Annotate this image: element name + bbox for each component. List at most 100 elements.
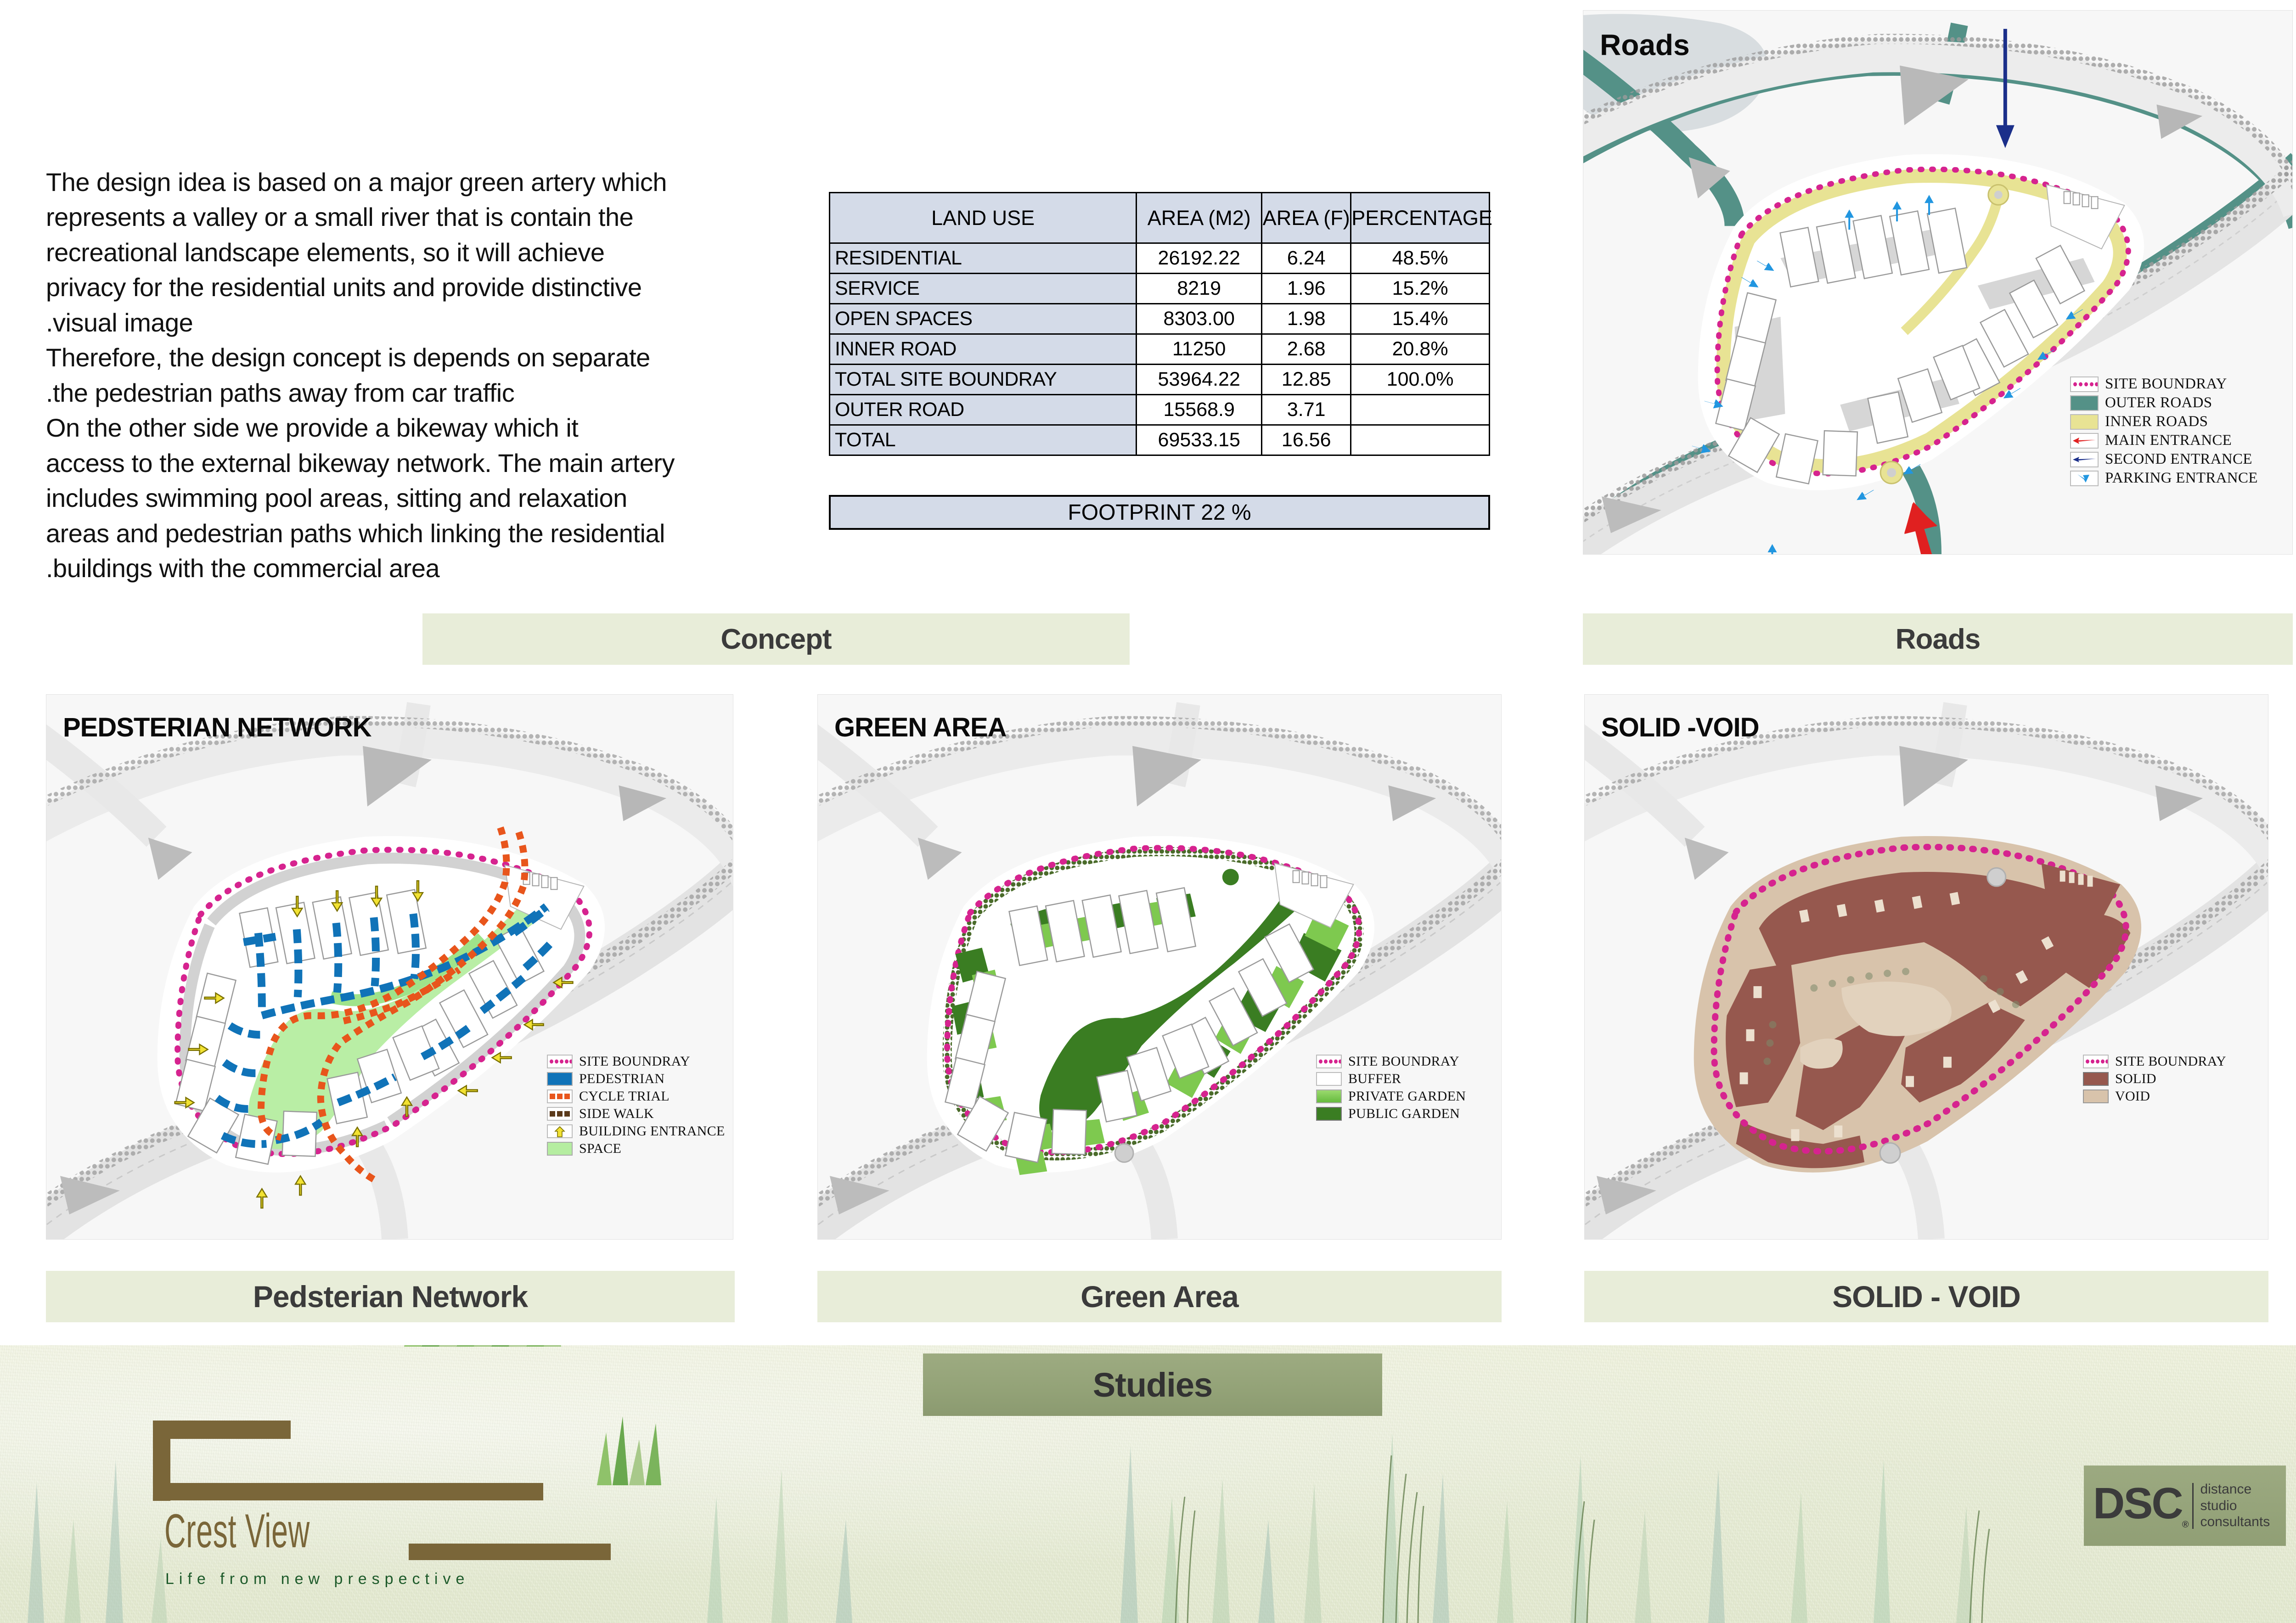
table-row: INNER ROAD 11250 2.68 20.8% <box>828 333 1490 365</box>
cell-area-f: 1.96 <box>1261 273 1352 304</box>
legend-label: SITE BOUNDRAY <box>1348 1054 1459 1069</box>
legend-item: INNER ROADS <box>2070 413 2258 430</box>
side-walk-icon <box>547 1107 573 1121</box>
footprint-note: FOOTPRINT 22 % <box>829 495 1490 530</box>
legend-item: SITE BOUNDRAY <box>2083 1054 2226 1069</box>
legend-label: PRIVATE GARDEN <box>1348 1089 1466 1104</box>
cell-percentage <box>1350 424 1490 456</box>
legend-label: OUTER ROADS <box>2105 394 2212 411</box>
legend-item: SIDE WALK <box>547 1106 725 1122</box>
solid-void-legend: SITE BOUNDRAY SOLID VOID <box>2083 1054 2226 1106</box>
dsc-divider <box>2192 1483 2194 1529</box>
legend-label: VOID <box>2115 1089 2150 1104</box>
cell-percentage: 15.4% <box>1350 303 1490 335</box>
legend-item: SECOND ENTRANCE <box>2070 451 2258 468</box>
legend-item: PUBLIC GARDEN <box>1316 1106 1466 1122</box>
studies-banner: Studies <box>923 1353 1382 1416</box>
brand-tagline: Life from new prespective <box>165 1570 470 1588</box>
space-swatch-icon <box>547 1142 573 1156</box>
crest-view-logo: Crest View Life from new prespective <box>138 1419 643 1616</box>
solid-void-map-panel[interactable]: SOLID -VOID SITE BOUNDRAY SOLID VOID <box>1584 694 2268 1240</box>
legend-label: PEDESTRIAN <box>579 1071 665 1086</box>
legend-item: SPACE <box>547 1141 725 1157</box>
design-description: The design idea is based on a major gree… <box>46 165 781 587</box>
caption-solid-void: SOLID - VOID <box>1584 1271 2268 1322</box>
green-panel-label: GREEN AREA <box>834 713 1007 742</box>
green-map-artwork <box>818 695 1501 1239</box>
description-line: .buildings with the commercial area <box>46 554 440 583</box>
legend-item: CYCLE TRIAL <box>547 1089 725 1104</box>
table-row: RESIDENTIAL 26192.22 6.24 48.5% <box>828 242 1490 274</box>
solid-swatch-icon <box>2083 1072 2109 1086</box>
logo-underline-bar <box>409 1544 611 1560</box>
cell-land-use: SERVICE <box>828 273 1137 304</box>
cell-area-f: 2.68 <box>1261 333 1352 365</box>
cell-area-m2: 8303.00 <box>1136 303 1263 335</box>
legend-item: OUTER ROADS <box>2070 394 2258 411</box>
col-header-area-m2: AREA (M2) <box>1136 192 1263 244</box>
description-line: recreational landscape elements, so it w… <box>46 237 605 267</box>
cell-land-use: OUTER ROAD <box>828 394 1137 426</box>
legend-item: SITE BOUNDRAY <box>547 1054 725 1069</box>
caption-text: Concept <box>720 623 832 655</box>
cycle-trial-icon <box>547 1089 573 1103</box>
dsc-logo: DSC® distance studio consultants <box>2084 1466 2286 1546</box>
roads-map-panel[interactable]: Roads SITE BOUNDRAY OUTER ROADS INNER RO… <box>1583 10 2293 555</box>
caption-pedestrian-network: Pedsterian Network <box>46 1271 735 1322</box>
legend-item: BUFFER <box>1316 1071 1466 1087</box>
cell-area-m2: 69533.15 <box>1136 424 1263 456</box>
caption-text: Pedsterian Network <box>253 1280 528 1314</box>
legend-item: SITE BOUNDRAY <box>2070 376 2258 393</box>
dsc-wordmark: DSC® <box>2093 1482 2189 1530</box>
legend-item: PRIVATE GARDEN <box>1316 1089 1466 1104</box>
cell-land-use: RESIDENTIAL <box>828 242 1137 274</box>
studies-banner-text: Studies <box>1092 1365 1213 1404</box>
legend-item: BUILDING ENTRANCE <box>547 1123 725 1139</box>
legend-item: PARKING ENTRANCE <box>2070 470 2258 487</box>
logo-bracket-top <box>153 1421 291 1439</box>
inner-roads-swatch-icon <box>2070 414 2099 430</box>
dsc-subtitle-line: studio <box>2200 1498 2237 1513</box>
table-row: OUTER ROAD 15568.9 3.71 <box>828 394 1490 426</box>
footer-band: Crest View Life from new prespective <box>0 1345 2296 1623</box>
cell-area-f: 6.24 <box>1261 242 1352 274</box>
registered-mark-icon: ® <box>2182 1520 2189 1530</box>
outer-roads-swatch-icon <box>2070 395 2099 411</box>
cell-area-m2: 15568.9 <box>1136 394 1263 426</box>
pedestrian-swatch-icon <box>547 1072 573 1086</box>
description-line: On the other side we provide a bikeway w… <box>46 413 579 443</box>
legend-item: VOID <box>2083 1089 2226 1104</box>
cell-area-f: 1.98 <box>1261 303 1352 335</box>
legend-item: PEDESTRIAN <box>547 1071 725 1087</box>
legend-item: SITE BOUNDRAY <box>1316 1054 1466 1069</box>
legend-label: SPACE <box>579 1141 622 1156</box>
legend-label: SIDE WALK <box>579 1106 654 1121</box>
legend-label: SITE BOUNDRAY <box>2105 376 2227 392</box>
description-line: areas and pedestrian paths which linking… <box>46 518 665 548</box>
legend-label: BUFFER <box>1348 1071 1401 1086</box>
legend-label: SECOND ENTRANCE <box>2105 451 2252 467</box>
caption-roads: Roads <box>1583 613 2293 665</box>
cell-area-m2: 53964.22 <box>1136 364 1263 395</box>
legend-label: CYCLE TRIAL <box>579 1089 670 1104</box>
col-header-percentage: PERCENTAGE <box>1350 192 1492 244</box>
table-header-row: LAND USE AREA (M2) AREA (F) PERCENTAGE <box>828 192 1492 244</box>
caption-text: Green Area <box>1080 1280 1238 1314</box>
caption-concept: Concept <box>422 613 1130 665</box>
col-header-area-f: AREA (F) <box>1261 192 1352 244</box>
land-use-table: LAND USE AREA (M2) AREA (F) PERCENTAGE R… <box>828 192 1492 456</box>
grass-decoration <box>28 1345 1990 1623</box>
green-area-map-panel[interactable]: GREEN AREA SITE BOUNDRAY BUFFER PRIVATE … <box>817 694 1502 1240</box>
site-boundary-icon <box>1316 1055 1342 1068</box>
roads-legend: SITE BOUNDRAY OUTER ROADS INNER ROADS MA… <box>2070 376 2258 489</box>
cell-area-f: 12.85 <box>1261 364 1352 395</box>
description-line: privacy for the residential units and pr… <box>46 273 642 302</box>
description-line: access to the external bikeway network. … <box>46 448 675 477</box>
roads-panel-label: Roads <box>1600 28 1690 62</box>
caption-text: SOLID - VOID <box>1832 1280 2021 1314</box>
col-header-land-use: LAND USE <box>828 192 1137 244</box>
cell-percentage: 100.0% <box>1350 364 1490 395</box>
description-line: .the pedestrian paths away from car traf… <box>46 378 515 407</box>
pedestrian-network-map-panel[interactable]: PEDSTERIAN NETWORK SITE BOUNDRAY PEDESTR… <box>46 694 733 1240</box>
